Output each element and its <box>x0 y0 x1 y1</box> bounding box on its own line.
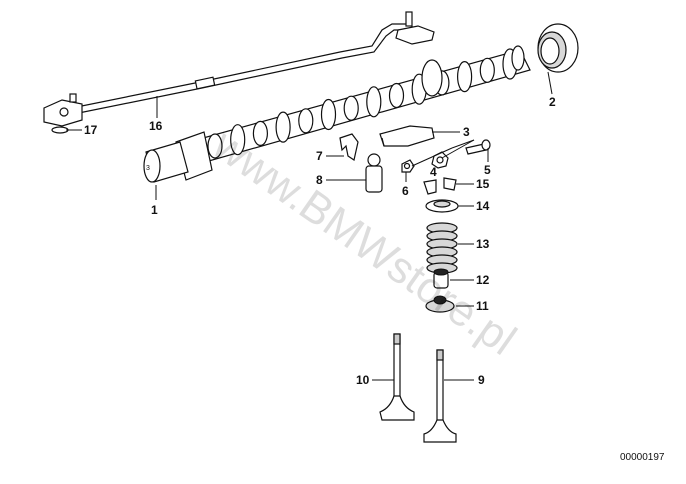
label-15: 15 <box>476 177 490 191</box>
valve-spring <box>426 222 458 274</box>
label-12: 12 <box>476 273 490 287</box>
cam-lobe <box>366 86 382 118</box>
spring-retainer <box>425 199 459 213</box>
leader-lines <box>66 71 553 381</box>
spring-seat <box>425 295 455 313</box>
label-2: 2 <box>549 95 556 109</box>
diagram-code: 00000197 <box>620 452 665 463</box>
label-17: 17 <box>84 123 98 137</box>
label-14: 14 <box>476 199 490 213</box>
part-labels: 1 2 3 4 5 6 7 8 9 10 11 12 13 14 15 16 1… <box>84 95 556 387</box>
hydraulic-tappet <box>365 153 383 193</box>
label-11: 11 <box>476 299 489 313</box>
adjuster-set <box>401 139 491 173</box>
cam-lobe <box>388 82 405 109</box>
cam-lobe <box>343 95 359 121</box>
cam-lobe <box>230 124 246 156</box>
valve-keepers <box>423 177 457 195</box>
washer <box>51 126 69 134</box>
cam-lobe <box>252 120 268 146</box>
cam-lobe <box>457 60 473 93</box>
label-10: 10 <box>356 373 370 387</box>
cam-lobe <box>207 133 223 159</box>
label-3: 3 <box>463 125 470 139</box>
cam-lobe <box>275 111 291 143</box>
label-1: 1 <box>151 203 158 217</box>
valve-stem-seal <box>433 268 449 289</box>
rocker-arm <box>379 125 435 147</box>
label-6: 6 <box>402 184 409 198</box>
cam-lobe <box>320 98 337 131</box>
label-9: 9 <box>478 373 485 387</box>
shaft-seal <box>537 23 579 73</box>
label-16: 16 <box>149 119 163 133</box>
label-8: 8 <box>316 173 323 187</box>
label-5: 5 <box>484 163 491 177</box>
cam-lobe <box>479 57 495 83</box>
label-4: 4 <box>430 165 437 179</box>
oil-pipe <box>43 11 435 127</box>
svg-text:3: 3 <box>146 165 150 172</box>
label-7: 7 <box>316 149 323 163</box>
label-13: 13 <box>476 237 490 251</box>
camshaft: 3 <box>143 45 531 183</box>
retaining-clip <box>339 133 359 161</box>
exhaust-valve <box>423 349 457 443</box>
intake-valve <box>379 333 415 421</box>
cam-lobe <box>298 108 314 134</box>
